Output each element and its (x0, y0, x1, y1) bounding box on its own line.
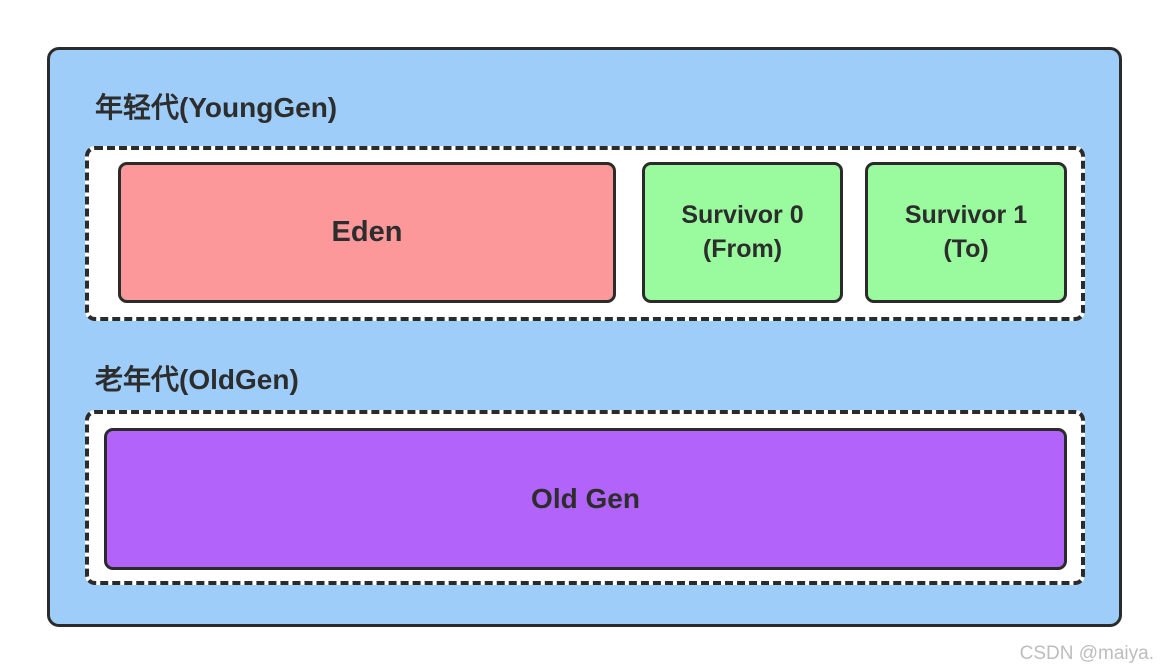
jvm-heap-container: 年轻代(YoungGen) Eden Survivor 0 (From) Sur… (47, 47, 1122, 627)
survivor0-label-line2: (From) (702, 234, 783, 263)
csdn-watermark: CSDN @maiya. (1019, 643, 1154, 664)
survivor0-space-box: Survivor 0 (From) (642, 162, 843, 303)
eden-label: Eden (331, 216, 403, 248)
old-gen-label: Old Gen (531, 483, 640, 514)
survivor0-label-line1: Survivor 0 (681, 200, 804, 229)
survivor1-label-line2: (To) (943, 234, 989, 263)
old-gen-region: Old Gen (85, 410, 1085, 585)
young-gen-title: 年轻代(YoungGen) (95, 92, 338, 123)
young-gen-region: Eden Survivor 0 (From) Survivor 1 (To) (85, 146, 1085, 321)
old-gen-title: 老年代(OldGen) (95, 364, 299, 395)
eden-space-box: Eden (118, 162, 616, 303)
survivor1-label-line1: Survivor 1 (904, 200, 1028, 229)
old-gen-space-box: Old Gen (104, 428, 1067, 570)
survivor1-space-box: Survivor 1 (To) (865, 162, 1067, 303)
